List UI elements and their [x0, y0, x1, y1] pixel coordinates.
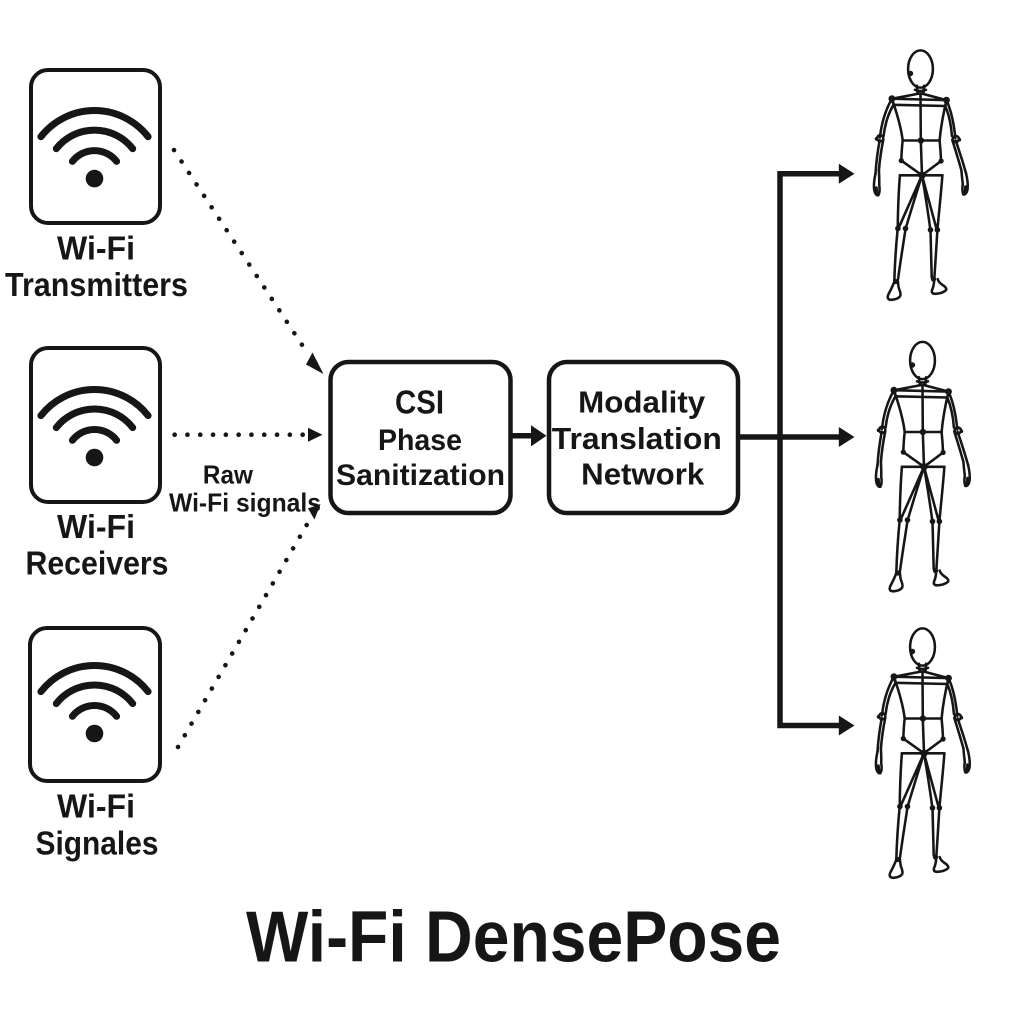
svg-text:Raw: Raw — [203, 459, 254, 489]
svg-text:Wi-Fi DensePose: Wi-Fi DensePose — [246, 898, 781, 978]
svg-text:Sanitization: Sanitization — [336, 459, 505, 492]
svg-text:Wi-Fi signals: Wi-Fi signals — [169, 488, 321, 518]
svg-text:Modality: Modality — [578, 385, 706, 420]
svg-text:Wi-Fi: Wi-Fi — [57, 788, 135, 825]
svg-text:Transmitters: Transmitters — [5, 266, 188, 303]
svg-text:Network: Network — [581, 457, 705, 492]
svg-text:Wi-Fi: Wi-Fi — [57, 229, 135, 266]
svg-text:Wi-Fi: Wi-Fi — [57, 508, 135, 545]
svg-text:Signales: Signales — [36, 825, 159, 862]
svg-text:Translation: Translation — [552, 421, 722, 456]
svg-text:Phase: Phase — [378, 424, 462, 457]
svg-text:CSI: CSI — [395, 384, 444, 421]
svg-text:Receivers: Receivers — [26, 545, 169, 582]
